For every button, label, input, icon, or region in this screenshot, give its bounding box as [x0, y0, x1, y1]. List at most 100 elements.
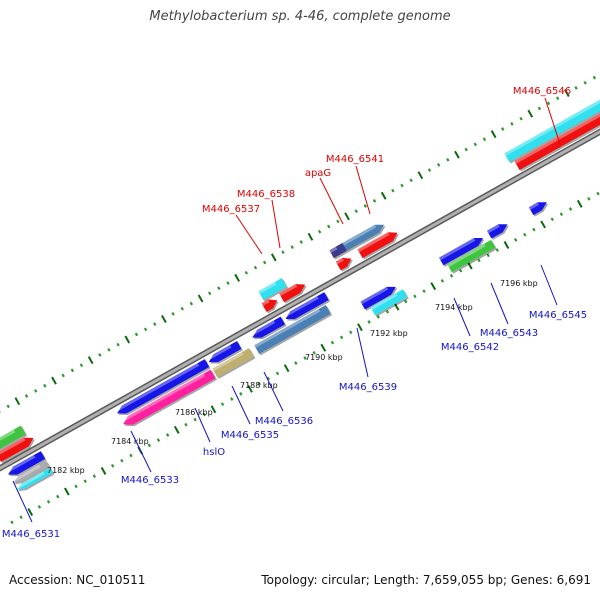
minor-tick	[6, 404, 10, 409]
minor-tick	[385, 309, 390, 314]
gene-blue-6535	[251, 316, 287, 340]
leader-line	[194, 407, 211, 443]
major-tick	[564, 89, 570, 97]
minor-tick	[596, 191, 600, 196]
minor-tick	[510, 121, 514, 126]
genome-backbone	[0, 130, 600, 470]
minor-tick	[486, 253, 490, 258]
gene-grey-left	[12, 460, 51, 485]
minor-tick	[501, 127, 505, 131]
minor-tick	[404, 299, 408, 304]
gene-body	[329, 242, 347, 259]
major-tick	[307, 232, 314, 241]
minor-tick	[46, 499, 51, 504]
major-tick	[247, 384, 253, 393]
gene-body	[8, 451, 46, 475]
minor-tick	[147, 443, 151, 448]
gene-highlight	[360, 286, 389, 305]
minor-tick	[275, 371, 280, 376]
gene-red-6546	[514, 113, 600, 172]
gene-highlight	[212, 352, 244, 372]
minor-tick	[550, 217, 554, 222]
gene-label: M446_6533	[121, 475, 179, 486]
major-tick	[27, 508, 34, 516]
minor-tick	[446, 157, 450, 162]
gene-blue-6533	[116, 359, 211, 415]
major-tick	[100, 467, 107, 475]
gene-body	[212, 348, 254, 378]
minor-tick	[156, 438, 161, 442]
gene-body	[123, 369, 216, 425]
gene-red-small-a	[261, 299, 279, 314]
minor-tick	[165, 433, 170, 437]
gene-body	[279, 284, 306, 303]
label-M446_6546: M446_6546	[513, 86, 571, 145]
minor-tick	[473, 142, 477, 147]
gene-body	[285, 292, 329, 320]
gene-highlight	[329, 246, 338, 253]
major-tick	[503, 241, 510, 249]
gene-highlight	[342, 224, 377, 246]
gene-red-small-b	[335, 257, 353, 272]
label-M446_6531: M446_6531	[2, 480, 60, 540]
scale-label: 7196 kbp	[500, 279, 538, 288]
label-M446_6539: M446_6539	[339, 327, 397, 393]
minor-tick	[74, 484, 78, 489]
minor-tick	[354, 209, 358, 214]
major-tick	[210, 405, 217, 414]
minor-tick	[171, 312, 175, 316]
minor-tick	[19, 515, 23, 520]
gene-body	[335, 257, 352, 271]
major-tick	[380, 191, 387, 200]
minor-tick	[537, 106, 542, 111]
gene-green-left	[0, 425, 28, 452]
gene-label: M446_6543	[480, 328, 538, 339]
minor-tick	[436, 163, 441, 167]
gene-body	[0, 437, 34, 462]
leader-line	[540, 264, 558, 306]
major-tick	[320, 343, 327, 352]
minor-tick	[120, 458, 124, 463]
scale-label: 7192 kbp	[370, 329, 408, 338]
gene-label: M446_6537	[202, 204, 260, 215]
minor-tick	[266, 376, 271, 381]
major-tick	[576, 199, 583, 208]
gene-body	[252, 316, 285, 338]
major-tick	[527, 109, 534, 118]
leader-line	[271, 199, 281, 249]
leader-line	[263, 371, 284, 412]
minor-tick	[495, 248, 499, 252]
minor-tick	[477, 258, 481, 263]
gene-body	[342, 224, 384, 251]
major-tick	[51, 376, 57, 385]
minor-tick	[587, 196, 591, 201]
gene-body	[261, 299, 278, 312]
label-M446_6536: M446_6536	[255, 371, 313, 427]
minor-tick	[349, 330, 353, 335]
gene-label: M446_6531	[2, 529, 60, 540]
minor-tick	[409, 178, 413, 183]
scale-label: 7194 kbp	[435, 303, 473, 312]
gene-body	[504, 99, 600, 162]
minor-tick	[592, 75, 597, 80]
minor-tick	[299, 240, 303, 244]
leader-line	[490, 282, 509, 325]
minor-tick	[523, 232, 527, 237]
label-M446_6537: M446_6537	[202, 204, 263, 255]
leader-line	[12, 480, 33, 523]
major-tick	[14, 397, 21, 406]
scale-label: 7188 kbp	[240, 381, 278, 390]
gene-highlight	[208, 345, 232, 361]
major-tick	[124, 335, 131, 344]
label-M446_6545: M446_6545	[529, 264, 587, 321]
gene-blue-6545	[528, 202, 549, 217]
minor-tick	[257, 381, 261, 386]
gene-cyan-left	[16, 467, 55, 492]
minor-tick	[458, 268, 463, 273]
minor-tick	[10, 520, 14, 525]
minor-tick	[556, 96, 560, 101]
label-M446_6535: M446_6535	[221, 385, 279, 441]
minor-tick	[568, 207, 573, 211]
gene-label: M446_6545	[529, 310, 587, 321]
major-tick	[344, 212, 350, 221]
